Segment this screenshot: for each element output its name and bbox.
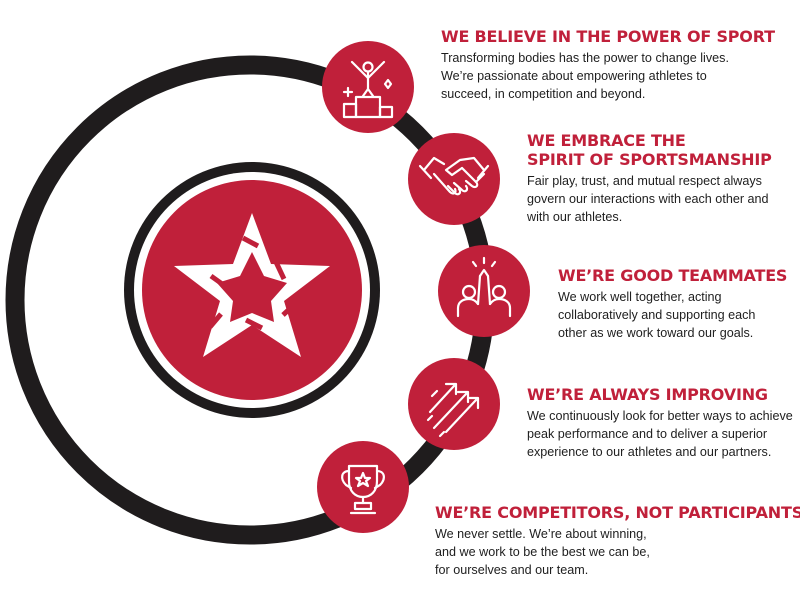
value-title-line: WE’RE GOOD TEAMMATES	[558, 266, 788, 285]
value-competitors: WE’RE COMPETITORS, NOT PARTICIPANTS We n…	[435, 503, 800, 579]
value-text-line: and we work to be the best we can be,	[435, 545, 650, 559]
value-text-line: experience to our athletes and our partn…	[527, 445, 772, 459]
value-text-line: other as we work toward our goals.	[558, 326, 754, 340]
value-text-line: peak performance and to deliver a superi…	[527, 427, 768, 441]
value-description: We work well together, acting collaborat…	[558, 288, 787, 342]
value-description: Transforming bodies has the power to cha…	[441, 49, 775, 103]
badge-competitors	[317, 441, 409, 533]
value-title-line: SPIRIT OF SPORTSMANSHIP	[527, 150, 772, 169]
podium-winner-icon	[342, 60, 394, 119]
value-text-line: succeed, in competition and beyond.	[441, 87, 646, 101]
value-sportsmanship: WE EMBRACE THE SPIRIT OF SPORTSMANSHIP F…	[527, 131, 772, 226]
badge-improving	[408, 358, 500, 450]
value-description: We never settle. We’re about winning, an…	[435, 525, 800, 579]
value-text-line: Fair play, trust, and mutual respect alw…	[527, 174, 762, 188]
value-description: We continuously look for better ways to …	[527, 407, 793, 461]
trophy-star-icon	[341, 464, 385, 515]
value-text-line: with our athletes.	[527, 210, 623, 224]
value-text-line: for ourselves and our team.	[435, 563, 589, 577]
value-text-line: We never settle. We’re about winning,	[435, 527, 647, 541]
emblem-star-icon	[174, 213, 330, 357]
value-title: WE’RE GOOD TEAMMATES	[558, 266, 787, 285]
value-title-line: WE’RE ALWAYS IMPROVING	[527, 385, 768, 404]
high-five-icon	[456, 256, 512, 318]
value-title-line: WE’RE COMPETITORS, NOT PARTICIPANTS	[435, 503, 800, 522]
badge-circle	[317, 441, 409, 533]
value-title-line: WE EMBRACE THE	[527, 131, 686, 150]
value-teammates: WE’RE GOOD TEAMMATES We work well togeth…	[558, 266, 787, 342]
badge-power-of-sport	[322, 41, 414, 133]
badge-circle	[408, 133, 500, 225]
rising-arrows-icon	[426, 382, 480, 438]
badge-teammates	[438, 245, 530, 337]
value-title: WE’RE COMPETITORS, NOT PARTICIPANTS	[435, 503, 800, 522]
value-improving: WE’RE ALWAYS IMPROVING We continuously l…	[527, 385, 793, 461]
handshake-icon	[418, 156, 490, 196]
value-text-line: Transforming bodies has the power to cha…	[441, 51, 729, 65]
value-text-line: We’re passionate about empowering athlet…	[441, 69, 707, 83]
value-power-of-sport: WE BELIEVE IN THE POWER OF SPORT Transfo…	[441, 27, 775, 103]
badge-sportsmanship	[408, 133, 500, 225]
value-title: WE EMBRACE THE SPIRIT OF SPORTSMANSHIP	[527, 131, 772, 169]
value-text-line: We work well together, acting	[558, 290, 722, 304]
value-title-line: WE BELIEVE IN THE POWER OF SPORT	[441, 27, 775, 46]
value-title: WE’RE ALWAYS IMPROVING	[527, 385, 793, 404]
badge-circle	[408, 358, 500, 450]
value-text-line: We continuously look for better ways to …	[527, 409, 793, 423]
value-description: Fair play, trust, and mutual respect alw…	[527, 172, 772, 226]
center-emblem	[124, 162, 380, 418]
value-text-line: govern our interactions with each other …	[527, 192, 769, 206]
emblem-red-disc	[142, 180, 362, 400]
value-text-line: collaboratively and supporting each	[558, 308, 756, 322]
value-title: WE BELIEVE IN THE POWER OF SPORT	[441, 27, 775, 46]
badge-circle	[438, 245, 530, 337]
